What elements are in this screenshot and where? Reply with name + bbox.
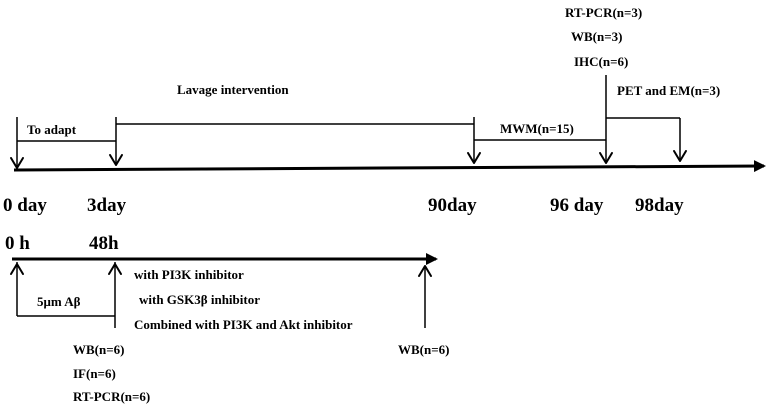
treatment-pi3k-akt: Combined with PI3K and Akt inhibitor <box>134 317 353 332</box>
day90-arrowhead <box>467 152 481 164</box>
day98-arrowhead <box>673 150 687 162</box>
time-label-0h: 0 h <box>5 233 30 254</box>
pet-em-label: PET and EM(n=3) <box>617 83 720 98</box>
assay-48h-wb: WB(n=6) <box>73 342 124 357</box>
end-arrowhead <box>418 265 432 277</box>
adapt-label: To adapt <box>27 122 77 137</box>
day-label-0: 0 day <box>3 195 47 216</box>
day-label-90: 90day <box>428 195 477 216</box>
assay-96-wb: WB(n=3) <box>571 29 622 44</box>
day0-arrowhead <box>10 157 24 169</box>
day-label-3: 3day <box>87 195 127 216</box>
day-label-96: 96 day <box>550 195 604 216</box>
day3-arrowhead <box>109 154 123 166</box>
hour48-arrowhead <box>108 263 122 275</box>
abeta-label: 5μm Aβ <box>37 294 81 309</box>
bottom-timeline: 0 h 48h 5μm Aβ with PI3K inhibitor with … <box>5 233 449 404</box>
lavage-label: Lavage intervention <box>177 82 289 97</box>
treatment-pi3k: with PI3K inhibitor <box>134 267 244 282</box>
day-label-98: 98day <box>635 195 684 216</box>
top-time-axis <box>13 160 766 173</box>
treatment-gsk3b: with GSK3β inhibitor <box>139 292 260 307</box>
assay-96-ihc: IHC(n=6) <box>574 54 628 69</box>
top-timeline: To adapt Lavage intervention MWM(n=15) P… <box>3 5 766 216</box>
assay-end-wb: WB(n=6) <box>398 342 449 357</box>
hour0-arrowhead <box>10 263 24 275</box>
day96-arrowhead <box>599 152 613 164</box>
time-label-48h: 48h <box>89 233 119 254</box>
assay-96-rtpcr: RT-PCR(n=3) <box>565 5 642 20</box>
assay-48h-if: IF(n=6) <box>73 366 116 381</box>
assay-48h-rtpcr: RT-PCR(n=6) <box>73 389 150 404</box>
mwm-label: MWM(n=15) <box>500 121 574 136</box>
